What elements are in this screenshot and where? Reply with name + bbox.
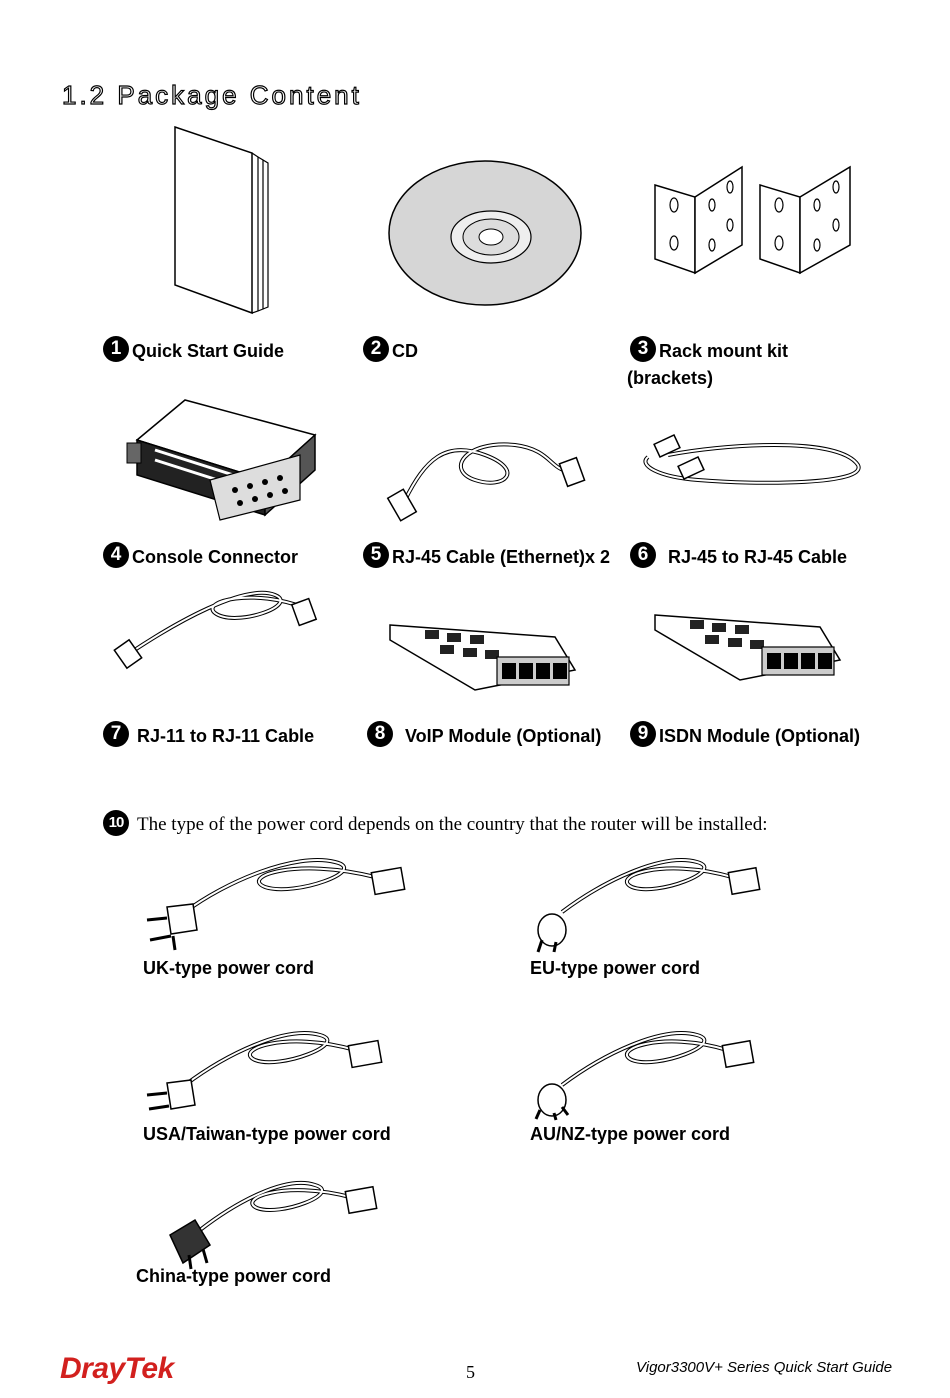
- item-4-number-badge: 4: [103, 542, 129, 568]
- eu-power-cord-illustration: [536, 858, 761, 953]
- rj11-cable-illustration: [113, 590, 318, 670]
- au-nz-power-cord-illustration: [534, 1031, 755, 1121]
- item-6-number-badge: 6: [630, 542, 656, 568]
- item-9-label: 9 ISDN Module (Optional): [630, 721, 860, 747]
- item-6-label: 6 RJ-45 to RJ-45 Cable: [630, 542, 847, 568]
- item-1-label: 1 Quick Start Guide: [103, 336, 284, 362]
- console-connector-illustration: [126, 399, 317, 521]
- item-3-label: 3 Rack mount kit: [630, 336, 788, 362]
- rj45-ethernet-cable-illustration: [386, 442, 586, 522]
- item-6-text: RJ-45 to RJ-45 Cable: [668, 547, 848, 567]
- item-1-number-badge: 1: [103, 336, 129, 362]
- item-4-text: Console Connector: [132, 547, 299, 567]
- item-2-label: 2 CD: [363, 336, 418, 362]
- item-8-number-badge: 8: [367, 721, 393, 747]
- item-3-number-badge: 3: [630, 336, 656, 362]
- usa-taiwan-power-cord-label: USA/Taiwan-type power cord: [143, 1124, 391, 1144]
- quick-start-guide-illustration: [174, 125, 269, 315]
- draytek-logo: DrayTek: [60, 1352, 174, 1385]
- uk-power-cord-label: UK-type power cord: [143, 958, 315, 978]
- item-2-text: CD: [392, 341, 418, 361]
- voip-module-illustration: [389, 624, 577, 691]
- power-cord-intro-text: The type of the power cord depends on th…: [137, 814, 768, 835]
- item-7-number-badge: 7: [103, 721, 129, 747]
- uk-power-cord-illustration: [146, 858, 406, 951]
- item-3-text: Rack mount kit: [659, 341, 789, 361]
- rj45-to-rj45-cable-illustration: [643, 434, 861, 485]
- item-8-label: 8 VoIP Module (Optional): [367, 721, 601, 747]
- power-cord-intro: 10 The type of the power cord depends on…: [103, 810, 768, 836]
- item-10-number-badge: 10: [103, 810, 129, 836]
- page-number: 5: [466, 1362, 475, 1382]
- item-5-label: 5 RJ-45 Cable (Ethernet)x 2: [363, 542, 610, 568]
- china-power-cord-label: China-type power cord: [136, 1266, 332, 1286]
- rack-brackets-illustration: [654, 165, 851, 275]
- item-5-number-badge: 5: [363, 542, 389, 568]
- item-8-text: VoIP Module (Optional): [405, 726, 602, 746]
- eu-power-cord-label: EU-type power cord: [530, 958, 701, 978]
- usa-taiwan-power-cord-illustration: [146, 1031, 383, 1111]
- item-9-number-badge: 9: [630, 721, 656, 747]
- item-9-text: ISDN Module (Optional): [659, 726, 860, 746]
- au-nz-power-cord-label: AU/NZ-type power cord: [530, 1124, 731, 1144]
- section-title: 1.2 Package Content: [61, 79, 362, 110]
- item-1-text: Quick Start Guide: [132, 341, 285, 361]
- cd-illustration: [388, 160, 582, 306]
- item-4-label: 4 Console Connector: [103, 542, 298, 568]
- item-7-text: RJ-11 to RJ-11 Cable: [137, 726, 315, 746]
- isdn-module-illustration: [654, 614, 842, 681]
- item-7-label: 7 RJ-11 to RJ-11 Cable: [103, 721, 314, 747]
- item-3-text-line2: (brackets): [627, 368, 714, 388]
- item-5-text: RJ-45 Cable (Ethernet)x 2: [392, 547, 611, 567]
- item-2-number-badge: 2: [363, 336, 389, 362]
- guide-title-footer: Vigor3300V+ Series Quick Start Guide: [636, 1359, 893, 1376]
- china-power-cord-illustration: [169, 1180, 378, 1270]
